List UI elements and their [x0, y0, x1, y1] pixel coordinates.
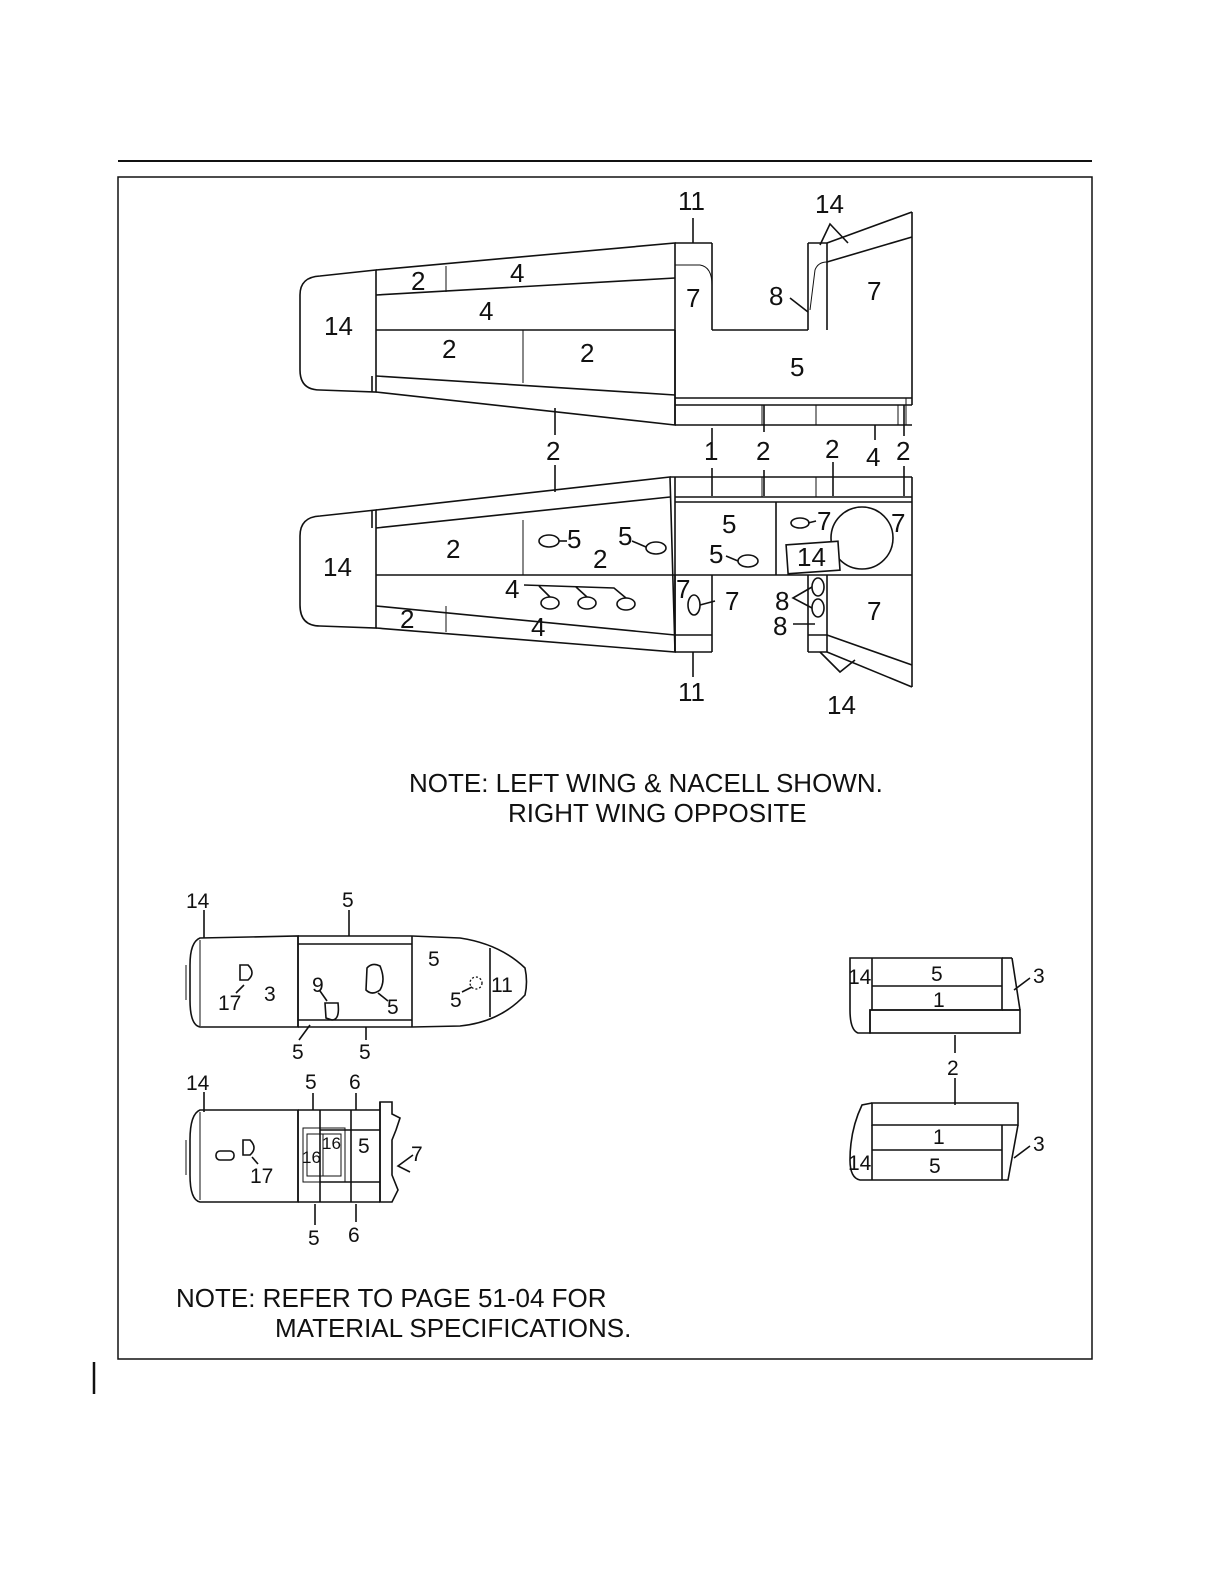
- item-label: 5: [359, 1041, 371, 1064]
- item-label: 5: [709, 539, 723, 569]
- item-label: 5: [292, 1041, 304, 1064]
- item-label: 7: [411, 1143, 423, 1166]
- item-label: 3: [1033, 965, 1045, 988]
- item-label: 11: [491, 974, 513, 997]
- item-label: 17: [250, 1165, 273, 1188]
- item-label: 5: [929, 1155, 941, 1178]
- note-wing: NOTE: LEFT WING & NACELL SHOWN. RIGHT WI…: [409, 768, 883, 828]
- item-label: 2: [580, 338, 594, 368]
- bottom-wing-view: [300, 465, 912, 687]
- item-label: 14: [848, 966, 872, 989]
- item-label: 14: [186, 1072, 210, 1095]
- item-label: 4: [866, 442, 880, 472]
- item-label: 14: [848, 1152, 872, 1175]
- stabilizer-labels: 14 5 3 1 2 1 3 14 5: [848, 963, 1045, 1178]
- item-label: 2: [411, 266, 425, 296]
- nacelle-top-view: [186, 910, 527, 1040]
- item-label: 1: [933, 1126, 945, 1149]
- item-label: 5: [305, 1071, 317, 1094]
- item-label: 7: [686, 283, 700, 313]
- item-label: 2: [947, 1057, 959, 1080]
- item-label: 7: [891, 508, 905, 538]
- item-label: 8: [769, 281, 783, 311]
- item-label: 9: [312, 974, 324, 997]
- note-materials: NOTE: REFER TO PAGE 51-04 FOR MATERIAL S…: [176, 1283, 631, 1343]
- item-label: 7: [676, 574, 690, 604]
- note-wing-line-1: NOTE: LEFT WING & NACELL SHOWN.: [409, 768, 883, 798]
- item-label: 2: [756, 436, 770, 466]
- note-materials-line-2: MATERIAL SPECIFICATIONS.: [275, 1313, 631, 1343]
- item-label: 2: [546, 436, 560, 466]
- item-label: 4: [479, 296, 493, 326]
- item-label: 4: [531, 612, 545, 642]
- item-label: 1: [933, 989, 945, 1012]
- item-label: 14: [324, 311, 353, 341]
- item-label: 2: [400, 604, 414, 634]
- item-label: 5: [722, 509, 736, 539]
- item-label: 8: [773, 611, 787, 641]
- item-label: 6: [348, 1224, 360, 1247]
- item-label: 5: [618, 521, 632, 551]
- item-label: 2: [442, 334, 456, 364]
- nacelle-bottom-view: [186, 1092, 413, 1225]
- item-label: 5: [567, 524, 581, 554]
- item-label: 4: [505, 574, 519, 604]
- item-label: 6: [349, 1071, 361, 1094]
- item-label: 14: [323, 552, 352, 582]
- note-materials-line-1: NOTE: REFER TO PAGE 51-04 FOR: [176, 1283, 607, 1313]
- station-labels: 2 1 2 2 4 2: [546, 434, 910, 472]
- item-label: 14: [186, 890, 210, 913]
- item-label: 11: [678, 186, 705, 216]
- item-label: 5: [308, 1227, 320, 1250]
- item-label: 5: [428, 948, 440, 971]
- item-label: 3: [1033, 1133, 1045, 1156]
- item-label: 7: [817, 506, 831, 536]
- item-label: 3: [264, 983, 276, 1006]
- item-label: 16: [302, 1148, 321, 1167]
- top-wing-labels: 11 14 2 4 7 8 7 14 4 2 2 5: [324, 186, 881, 382]
- item-label: 7: [867, 596, 881, 626]
- bottom-wing-labels: 14 2 5 5 2 5 7 7 5 14 4 7 7 8 7 8 2 4 11…: [323, 506, 905, 720]
- item-label: 7: [725, 586, 739, 616]
- item-label: 4: [510, 258, 524, 288]
- item-label: 5: [342, 889, 354, 912]
- item-label: 1: [704, 436, 718, 466]
- item-label: 2: [896, 436, 910, 466]
- item-label: 14: [827, 690, 856, 720]
- item-label: 14: [815, 189, 844, 219]
- item-label: 11: [678, 677, 705, 707]
- item-label: 5: [931, 963, 943, 986]
- item-label: 7: [867, 276, 881, 306]
- item-label: 2: [825, 434, 839, 464]
- item-label: 2: [446, 534, 460, 564]
- note-wing-line-2: RIGHT WING OPPOSITE: [508, 798, 807, 828]
- item-label: 5: [450, 989, 462, 1012]
- item-label: 5: [358, 1135, 370, 1158]
- item-label: 17: [218, 992, 241, 1015]
- item-label: 14: [797, 542, 826, 572]
- item-label: 5: [387, 996, 399, 1019]
- item-label: 2: [593, 544, 607, 574]
- item-label: 5: [790, 352, 804, 382]
- item-label: 16: [322, 1134, 341, 1153]
- top-wing-view: [300, 212, 912, 435]
